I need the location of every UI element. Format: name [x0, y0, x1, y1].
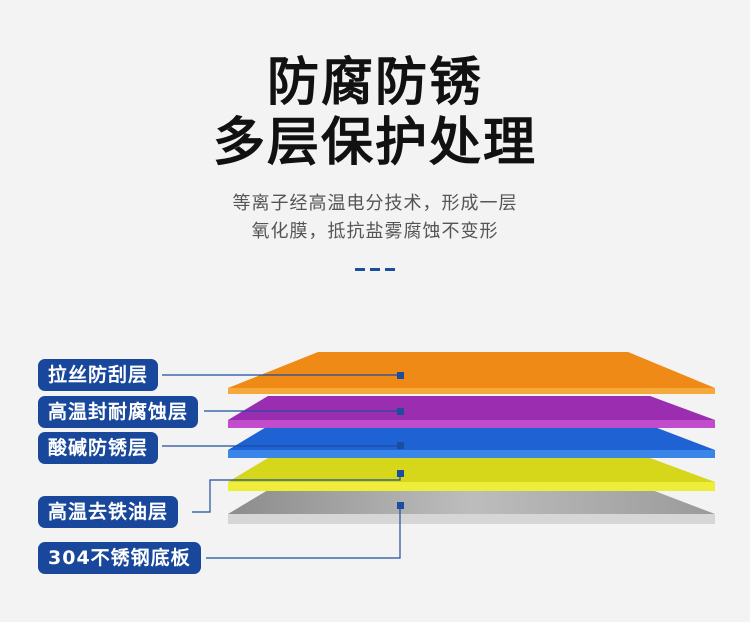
layer-anti-scratch: [228, 352, 715, 394]
connector-dot: [397, 502, 404, 509]
label-anti-rust-layer: 酸碱防锈层: [38, 432, 159, 464]
connector-dots: [397, 372, 404, 509]
layer-anti-rust: [228, 426, 715, 458]
layer-steel-plate: [228, 490, 715, 524]
label-corrosion-resistant-layer: 高温封耐腐蚀层: [38, 396, 199, 428]
connector-line-5: [206, 505, 401, 559]
layer-corrosion-resistant: [228, 396, 715, 428]
label-anti-scratch-layer: 拉丝防刮层: [38, 359, 159, 391]
connector-dot: [397, 442, 404, 449]
subtitle-line-2: 氧化膜，抵抗盐雾腐蚀不变形: [251, 221, 499, 242]
label-steel-base-plate: 304不锈钢底板: [38, 542, 201, 574]
connector-dot: [397, 372, 404, 379]
divider-dashes: [355, 268, 395, 271]
connector-lines: [162, 374, 401, 559]
layer-degreasing: [228, 458, 715, 491]
subtitle-line-1: 等离子经高温电分技术，形成一层: [232, 193, 518, 214]
connector-dot: [397, 408, 404, 415]
dash: [370, 268, 380, 271]
dash: [385, 268, 395, 271]
title-line-1: 防腐防锈: [266, 53, 483, 113]
connector-dot: [397, 470, 404, 477]
title-line-2: 多层保护处理: [212, 113, 537, 173]
connector-line-4: [192, 474, 401, 513]
label-degreasing-layer: 高温去铁油层: [38, 496, 179, 528]
dash: [355, 268, 365, 271]
